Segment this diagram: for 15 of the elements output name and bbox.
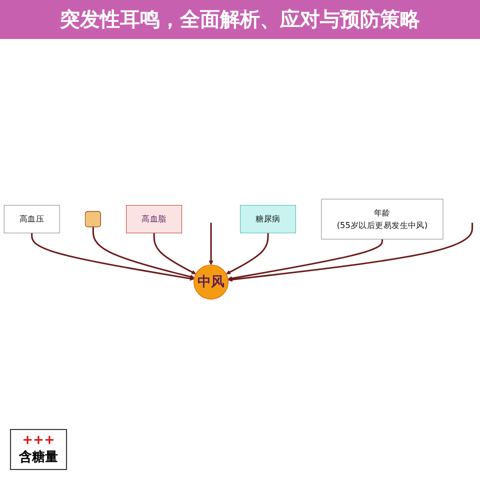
arrow	[92, 226, 195, 279]
node-box: 糖尿病	[240, 204, 296, 234]
test-label: 含糖量	[19, 448, 58, 466]
test-result-mark: +++	[22, 433, 55, 448]
arrow	[226, 232, 269, 274]
arrow	[208, 222, 214, 265]
node-box: 高血脂	[126, 204, 182, 234]
node-box: 中风	[194, 264, 228, 300]
arrow	[31, 232, 194, 281]
arrow	[153, 232, 196, 274]
arrow	[228, 222, 474, 282]
node-box: 高血压	[4, 204, 60, 234]
arrow	[228, 238, 383, 280]
title-banner: 突发性耳鸣，全面解析、应对与预防策略	[0, 0, 480, 39]
node-box: 年龄 (55岁以后更易发生中风)	[321, 198, 444, 240]
